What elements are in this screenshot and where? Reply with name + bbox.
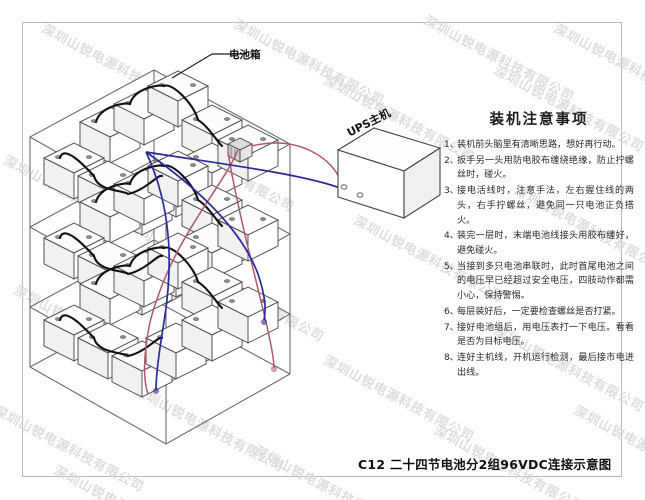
ups-terminal-positive bbox=[340, 184, 348, 190]
ups-unit bbox=[336, 127, 442, 220]
note-text: 接好电池组后，用电压表打一下电压。看看是否为目标电压。 bbox=[457, 322, 634, 348]
note-number: 5、 bbox=[444, 261, 459, 272]
note-number: 7、 bbox=[444, 322, 459, 333]
notes-title: 装机注意事项 bbox=[489, 112, 589, 128]
note-item: 4、装完一层时，末端电池线接头用胶布缠好，避免碰火。 bbox=[444, 229, 634, 258]
note-text: 每层装好后，一定要检查螺丝是否打紧。 bbox=[457, 306, 621, 317]
note-number: 6、 bbox=[444, 306, 459, 317]
note-item: 8、连好主机线，开机运行检测，最后接市电进出线。 bbox=[444, 351, 634, 380]
note-number: 8、 bbox=[444, 353, 459, 364]
battery-connection-diagram bbox=[28, 53, 442, 445]
note-text: 接电活线时，注意手法，左右握住线的两头，右手拧螺丝，避免同一只电池正负搭火。 bbox=[457, 186, 634, 226]
red-cable-terminal bbox=[270, 365, 278, 373]
note-item: 6、每层装好后，一定要检查螺丝是否打紧。 bbox=[444, 305, 634, 320]
negative-cable-blue bbox=[145, 151, 341, 391]
note-text: 当接到多只电池串联时，此时首尾电池之间的电压早已经超过安全电压，四肢动作都需小心… bbox=[457, 261, 634, 302]
note-item: 2、扳手另一头用防电胶布缠绕绝缘，防止拧螺丝时，碰火。 bbox=[444, 154, 634, 183]
blue-cable-terminal-mid bbox=[261, 319, 267, 325]
diagram-caption: C12 二十四节电池分2组96VDC连接示意图 bbox=[358, 457, 612, 472]
page-border bbox=[22, 22, 622, 477]
installation-notes-panel: 装机注意事项 1、装机前头脑里有清晰思路，想好再行动。2、扳手另一头用防电胶布缠… bbox=[444, 108, 634, 382]
note-number: 4、 bbox=[444, 231, 459, 242]
terminal-connector-block bbox=[226, 137, 254, 163]
note-item: 1、装机前头脑里有清晰思路，想好再行动。 bbox=[444, 138, 634, 153]
ups-terminal-negative bbox=[356, 192, 364, 198]
blue-cable-terminal-bottom bbox=[153, 388, 159, 394]
label-battery-cabinet: 电池箱 bbox=[229, 49, 261, 61]
note-item: 5、当接到多只电池串联时，此时首尾电池之间的电压早已经超过安全电压，四肢动作都需… bbox=[444, 260, 634, 304]
jumper-cables bbox=[58, 84, 224, 358]
cabinet-label-leader2 bbox=[171, 53, 213, 79]
note-number: 2、 bbox=[444, 155, 459, 166]
note-item: 7、接好电池组后，用电压表打一下电压。看看是否为目标电压。 bbox=[444, 321, 634, 350]
note-number: 1、 bbox=[444, 140, 459, 150]
note-text: 装完一层时，末端电池线接头用胶布缠好，避免碰火。 bbox=[457, 231, 634, 257]
note-number: 3、 bbox=[444, 186, 459, 197]
note-text: 连好主机线，开机运行检测，最后接市电进出线。 bbox=[457, 353, 634, 378]
note-item: 3、接电活线时，注意手法，左右握住线的两头，右手拧螺丝，避免同一只电池正负搭火。 bbox=[444, 184, 634, 228]
positive-cable-red bbox=[143, 142, 341, 395]
notes-list: 1、装机前头脑里有清晰思路，想好再行动。2、扳手另一头用防电胶布缠绕绝缘，防止拧… bbox=[444, 138, 634, 381]
note-text: 扳手另一头用防电胶布缠绕绝缘，防止拧螺丝时，碰火。 bbox=[457, 155, 634, 181]
note-text: 装机前头脑里有清晰思路，想好再行动。 bbox=[457, 140, 621, 150]
